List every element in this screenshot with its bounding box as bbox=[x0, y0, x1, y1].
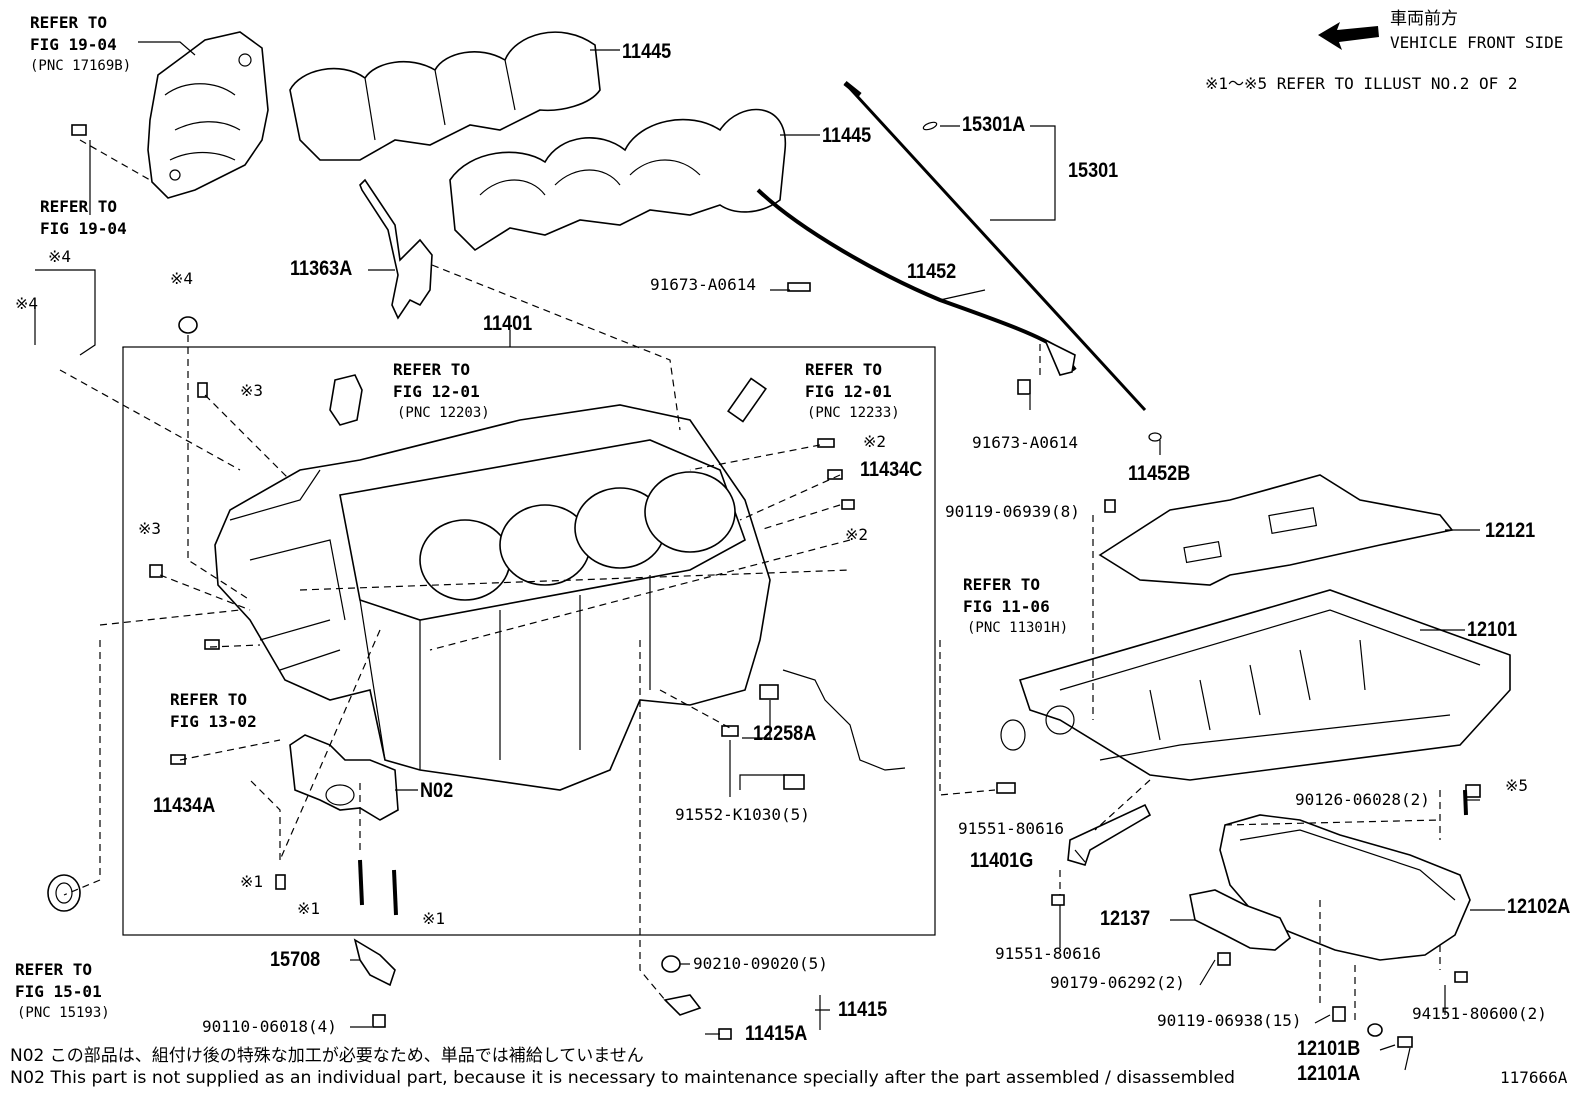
vehicle-front-arrow-icon bbox=[1318, 22, 1379, 50]
o-ring-15301A bbox=[922, 121, 938, 131]
part-91551-80616-lower[interactable]: 91551-80616 bbox=[995, 944, 1101, 963]
svg-text:(PNC 11301H): (PNC 11301H) bbox=[967, 620, 1068, 636]
refer-fig-1201-right: REFER TO FIG 12-01 (PNC 12233) bbox=[805, 360, 900, 421]
svg-text:(PNC 12233): (PNC 12233) bbox=[807, 405, 900, 421]
part-15301[interactable]: 15301 bbox=[1068, 159, 1118, 183]
direction-jp: 車両前方 bbox=[1390, 9, 1458, 29]
svg-text:FIG 12-01: FIG 12-01 bbox=[805, 382, 892, 401]
part-11415A[interactable]: 11415A bbox=[745, 1022, 807, 1046]
mark-2b: ※2 bbox=[845, 525, 868, 544]
mark-2a: ※2 bbox=[863, 432, 886, 451]
svg-text:FIG 15-01: FIG 15-01 bbox=[15, 982, 102, 1001]
footer-note-jp: N02 この部品は、組付け後の特殊な加工が必要なため、単品では補給していません bbox=[10, 1046, 644, 1066]
svg-text:REFER TO: REFER TO bbox=[15, 960, 92, 979]
svg-text:REFER TO: REFER TO bbox=[170, 690, 247, 709]
o-ring-11452B bbox=[1148, 432, 1162, 442]
part-12101A[interactable]: 12101A bbox=[1297, 1062, 1360, 1086]
part-90179-06292[interactable]: 90179-06292(2) bbox=[1050, 973, 1185, 992]
direction-en: VEHICLE FRONT SIDE bbox=[1390, 33, 1563, 52]
mark-5: ※5 bbox=[1505, 776, 1528, 795]
refer-fig-1904-bottom: REFER TO FIG 19-04 bbox=[40, 197, 127, 238]
part-11452[interactable]: 11452 bbox=[907, 260, 956, 284]
part-11401G[interactable]: 11401G bbox=[970, 849, 1033, 873]
mark-3b: ※3 bbox=[138, 519, 161, 538]
part-91551-80616-upper[interactable]: 91551-80616 bbox=[958, 819, 1064, 838]
refer-note: ※1～※5 REFER TO ILLUST NO.2 OF 2 bbox=[1205, 74, 1518, 93]
svg-text:(PNC 17169B): (PNC 17169B) bbox=[30, 58, 131, 74]
svg-text:FIG 11-06: FIG 11-06 bbox=[963, 597, 1050, 616]
cylinder-block-shape bbox=[214, 404, 771, 791]
part-90110-06018[interactable]: 90110-06018(4) bbox=[202, 1017, 337, 1036]
oil-gauge-guide bbox=[756, 188, 1077, 372]
oil-gauge-rod bbox=[843, 81, 1147, 412]
part-15301A[interactable]: 15301A bbox=[962, 113, 1025, 137]
svg-text:(PNC 12203): (PNC 12203) bbox=[397, 405, 490, 421]
part-11445-upper[interactable]: 11445 bbox=[622, 40, 671, 64]
mark-1b: ※1 bbox=[297, 899, 320, 918]
part-12137[interactable]: 12137 bbox=[1100, 907, 1150, 931]
part-91673-a0614-lower[interactable]: 91673-A0614 bbox=[972, 433, 1078, 452]
illustration-id: 117666A bbox=[1500, 1068, 1568, 1087]
mark-3a: ※3 bbox=[240, 381, 263, 400]
small-parts bbox=[47, 124, 1481, 1048]
part-91552-k1030[interactable]: 91552-K1030(5) bbox=[675, 805, 810, 824]
refer-fig-1501: REFER TO FIG 15-01 (PNC 15193) bbox=[15, 960, 110, 1021]
refer-fig-1201-left: REFER TO FIG 12-01 (PNC 12203) bbox=[393, 360, 490, 421]
mark-4a: ※4 bbox=[48, 247, 71, 266]
mark-4b: ※4 bbox=[15, 294, 38, 313]
part-11434A[interactable]: 11434A bbox=[153, 794, 215, 818]
mark-1a: ※1 bbox=[240, 872, 263, 891]
svg-text:(PNC 15193): (PNC 15193) bbox=[17, 1005, 110, 1021]
footer-note-en: N02 This part is not supplied as an indi… bbox=[10, 1068, 1235, 1088]
svg-text:FIG 19-04: FIG 19-04 bbox=[40, 219, 127, 238]
part-11434C[interactable]: 11434C bbox=[860, 458, 922, 482]
oil-pan-upper-shape bbox=[1018, 589, 1511, 781]
part-n02[interactable]: N02 bbox=[420, 779, 453, 803]
part-94151-80600[interactable]: 94151-80600(2) bbox=[1412, 1004, 1547, 1023]
svg-text:REFER TO: REFER TO bbox=[393, 360, 470, 379]
insulator-lower-shape bbox=[449, 108, 786, 252]
refer-fig-1904-top: REFER TO FIG 19-04 (PNC 17169B) bbox=[30, 13, 131, 74]
part-90119-06938[interactable]: 90119-06938(15) bbox=[1157, 1011, 1302, 1030]
svg-text:FIG 13-02: FIG 13-02 bbox=[170, 712, 257, 731]
dashed-leaders bbox=[59, 139, 1441, 1025]
part-11445-lower[interactable]: 11445 bbox=[822, 124, 871, 148]
part-12101B[interactable]: 12101B bbox=[1297, 1037, 1360, 1061]
bracket-11363A-shape bbox=[359, 178, 433, 320]
stiffener-12137-shape bbox=[1189, 889, 1292, 951]
part-90210-09020[interactable]: 90210-09020(5) bbox=[693, 954, 828, 973]
baffle-plate-shape bbox=[1098, 474, 1454, 586]
heat-insulator-shape bbox=[147, 31, 269, 199]
engine-block-frame bbox=[122, 346, 936, 936]
part-11452B[interactable]: 11452B bbox=[1128, 462, 1190, 486]
solid-leaders bbox=[34, 41, 1505, 1071]
svg-text:FIG 12-01: FIG 12-01 bbox=[393, 382, 480, 401]
svg-text:REFER TO: REFER TO bbox=[30, 13, 107, 32]
part-91673-a0614-upper[interactable]: 91673-A0614 bbox=[650, 275, 756, 294]
insulator-upper-shape bbox=[289, 31, 601, 161]
svg-text:REFER TO: REFER TO bbox=[40, 197, 117, 216]
refer-fig-1302: REFER TO FIG 13-02 bbox=[170, 690, 257, 731]
part-90126-06028[interactable]: 90126-06028(2) bbox=[1295, 790, 1430, 809]
part-11401[interactable]: 11401 bbox=[483, 312, 532, 336]
part-15708[interactable]: 15708 bbox=[270, 948, 320, 972]
part-11415[interactable]: 11415 bbox=[838, 998, 887, 1022]
part-12258A[interactable]: 12258A bbox=[753, 722, 816, 746]
part-12121[interactable]: 12121 bbox=[1485, 519, 1535, 543]
part-11363A[interactable]: 11363A bbox=[290, 257, 352, 281]
svg-text:FIG 19-04: FIG 19-04 bbox=[30, 35, 117, 54]
svg-text:REFER TO: REFER TO bbox=[963, 575, 1040, 594]
mark-1c: ※1 bbox=[422, 909, 445, 928]
part-90119-06939[interactable]: 90119-06939(8) bbox=[945, 502, 1080, 521]
part-12101[interactable]: 12101 bbox=[1467, 618, 1517, 642]
part-12102A[interactable]: 12102A bbox=[1507, 895, 1570, 919]
mark-4c: ※4 bbox=[170, 269, 193, 288]
refer-fig-1106: REFER TO FIG 11-06 (PNC 11301H) bbox=[963, 575, 1068, 636]
svg-text:REFER TO: REFER TO bbox=[805, 360, 882, 379]
